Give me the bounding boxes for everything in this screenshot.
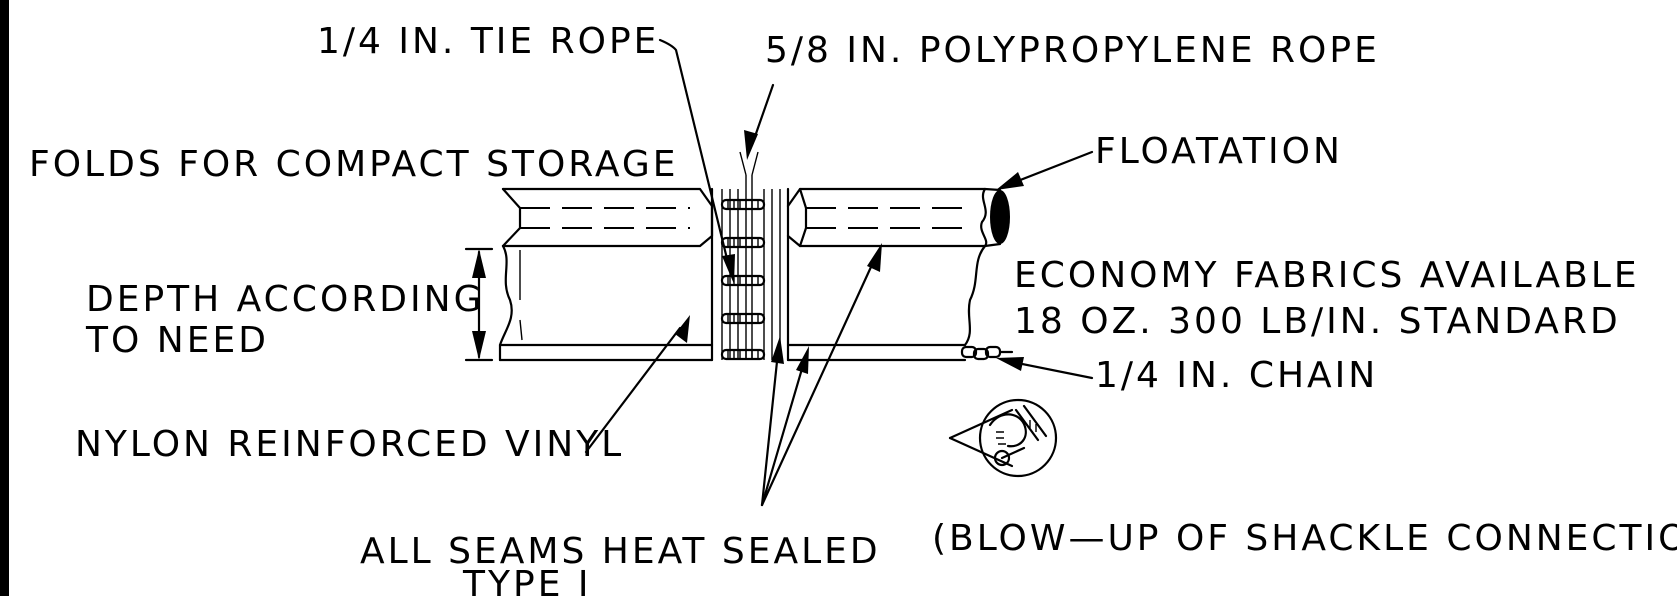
label-tie-rope: 1/4 IN. TIE ROPE xyxy=(317,21,659,62)
leader-vinyl xyxy=(584,315,690,454)
label-depth-line2: TO NEED xyxy=(85,320,269,361)
drawing-border xyxy=(0,0,9,596)
label-vinyl: NYLON REINFORCED VINYL xyxy=(75,424,624,465)
leader-floatation xyxy=(996,150,1094,190)
depth-dimension xyxy=(464,247,494,362)
label-seams-line1: ALL SEAMS HEAT SEALED xyxy=(360,531,881,572)
label-poly-rope: 5/8 IN. POLYPROPYLENE ROPE xyxy=(765,30,1380,71)
label-economy-line1: ECONOMY FABRICS AVAILABLE xyxy=(1014,255,1640,296)
shackle-blowup xyxy=(948,398,1058,478)
label-floatation: FLOATATION xyxy=(1095,131,1343,172)
label-chain: 1/4 IN. CHAIN xyxy=(1095,355,1378,396)
leader-tie-rope xyxy=(658,38,735,284)
leader-chain xyxy=(996,357,1094,380)
leader-poly-rope xyxy=(744,83,775,160)
label-depth-line1: DEPTH ACCORDING xyxy=(86,279,484,320)
leader-seams xyxy=(760,336,809,507)
label-seams-line2: TYPE I xyxy=(462,564,592,596)
label-blowup: (BLOW—UP OF SHACKLE CONNECTION) xyxy=(932,518,1677,559)
chain xyxy=(960,345,1014,361)
leader-vinyl-right xyxy=(760,243,882,507)
floatation-cross-section xyxy=(990,190,1010,244)
label-economy-line2: 18 OZ. 300 LB/IN. STANDARD xyxy=(1014,301,1621,342)
tie-rope-lacing xyxy=(720,198,766,361)
curtain-right-panel xyxy=(786,187,1010,362)
label-folds: FOLDS FOR COMPACT STORAGE xyxy=(29,144,679,185)
